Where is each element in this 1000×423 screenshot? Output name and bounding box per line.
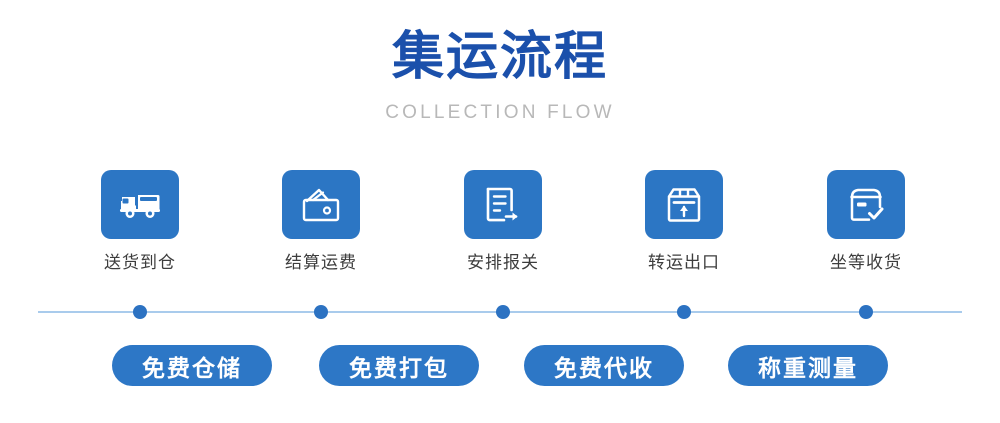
flow-step-4: 转运出口 (604, 170, 764, 273)
timeline-dot (496, 305, 510, 319)
page-title: 集运流程 (391, 28, 608, 86)
flow-step-label: 坐等收货 (830, 253, 902, 272)
step-icon-tile (282, 170, 360, 239)
flow-step-label: 结算运费 (285, 253, 357, 272)
banner-header: 集运流程 COLLECTION FLOW (0, 0, 1000, 124)
service-badges: 免费仓储 免费打包 免费代收 称重测量 (0, 345, 1000, 387)
step-icon-tile (101, 170, 179, 239)
service-badge-free-receiving[interactable]: 免费代收 (524, 345, 684, 386)
flow-step-1: 送货到仓 (60, 170, 220, 273)
service-badge-free-storage[interactable]: 免费仓储 (112, 345, 272, 386)
flow-steps: 送货到仓 结算运费 (0, 170, 1000, 280)
page-subtitle: COLLECTION FLOW (385, 102, 615, 123)
flow-step-label: 安排报关 (467, 253, 539, 272)
step-icon-tile (464, 170, 542, 239)
timeline-dot (314, 305, 328, 319)
box-up-arrow-icon (665, 186, 703, 224)
flow-step-label: 送货到仓 (104, 253, 176, 272)
timeline (0, 304, 1000, 324)
document-arrow-icon (484, 186, 522, 224)
timeline-dot (859, 305, 873, 319)
flow-step-5: 坐等收货 (786, 170, 946, 273)
flow-step-2: 结算运费 (241, 170, 401, 273)
step-icon-tile (827, 170, 905, 239)
truck-icon (119, 190, 161, 220)
flow-step-3: 安排报关 (423, 170, 583, 273)
service-badge-weigh-measure[interactable]: 称重测量 (728, 345, 888, 386)
timeline-dot (677, 305, 691, 319)
step-icon-tile (645, 170, 723, 239)
service-badge-free-packing[interactable]: 免费打包 (319, 345, 479, 386)
wallet-icon (301, 188, 341, 222)
box-check-icon (847, 186, 885, 224)
timeline-dot (133, 305, 147, 319)
flow-step-label: 转运出口 (648, 253, 720, 272)
